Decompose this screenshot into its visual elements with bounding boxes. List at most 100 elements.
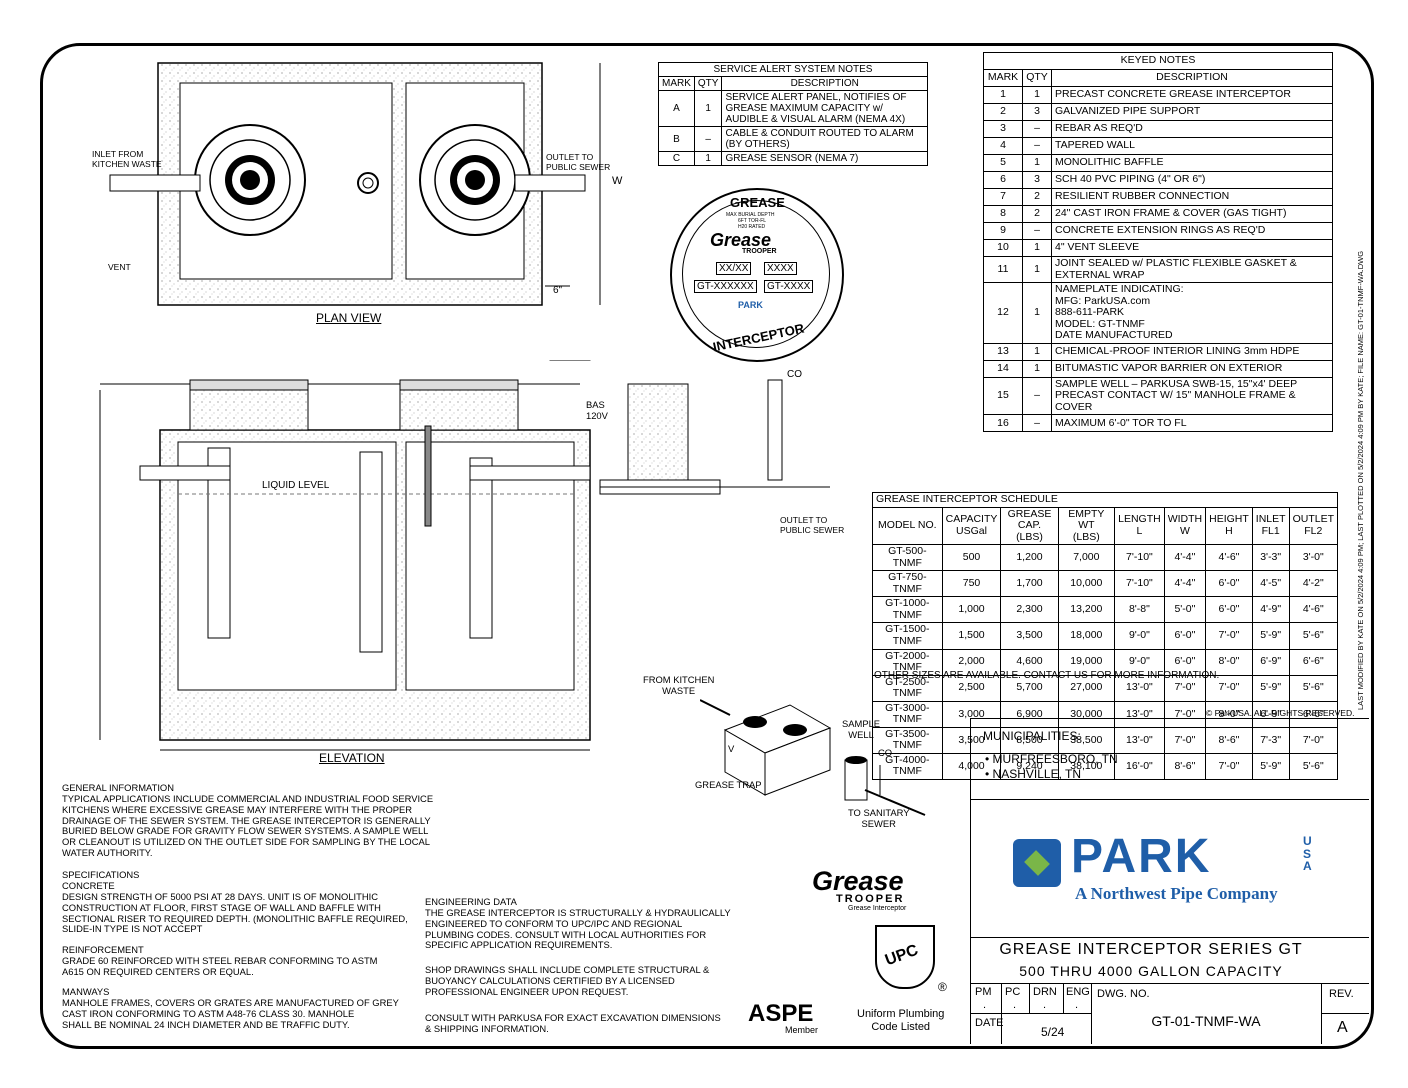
iso-sample-well: SAMPLE WELL [842, 718, 881, 740]
schedule-cell: GT-750-TNMF [872, 570, 943, 598]
schedule-cell: 5'-6" [1288, 622, 1339, 650]
schedule-cell: 4'-9" [1251, 596, 1290, 624]
elevation-drawing [99, 360, 830, 751]
drn-value: . [1043, 999, 1047, 1011]
kn-header-desc: DESCRIPTION [1051, 69, 1333, 87]
schedule-header: EMPTY WT (LBS) [1057, 506, 1116, 546]
keyed-note-desc: CONCRETE EXTENSION RINGS AS REQ'D [1051, 222, 1333, 240]
schedule-cell: 5,700 [1000, 674, 1059, 702]
reg-mark: ® [938, 980, 947, 994]
schedule-cell: 3,500 [1000, 622, 1059, 650]
keyed-notes-title: KEYED NOTES [983, 52, 1333, 70]
liquid-level-label: LIQUID LEVEL [262, 480, 330, 491]
schedule-cell: 8'-6" [1163, 752, 1207, 781]
schedule-cell: GT-4000-TNMF [872, 752, 943, 781]
rebar-body: GRADE 60 REINFORCED WITH STEEL REBAR CON… [62, 955, 378, 977]
keyed-note-qty: – [1022, 137, 1052, 155]
spec-title: SPECIFICATIONS [62, 869, 140, 880]
vent-label: VENT [108, 262, 131, 272]
service-alert-table: SERVICE ALERT SYSTEM NOTES MARK QTY DESC… [658, 62, 928, 166]
schedule-cell: 4'-6" [1205, 544, 1253, 572]
keyed-note-mark: 9 [983, 222, 1023, 240]
schedule-cell: 5'-6" [1288, 752, 1339, 781]
schedule-cell: 10,000 [1057, 570, 1116, 598]
aspe-sub: Member [785, 1025, 819, 1035]
sample-outlet-label: OUTLET TO PUBLIC SEWER [780, 515, 845, 535]
keyed-note-mark: 14 [983, 359, 1023, 378]
keyed-note-desc: GALVANIZED PIPE SUPPORT [1051, 103, 1333, 121]
title-block: MUNICIPALITIES: • MURFREESBORO, TN • NAS… [970, 718, 1369, 1044]
nameplate-sub2: 6FT TOR-FL [738, 218, 767, 224]
nameplate: GREASE MAX BURIAL DEPTH 6FT TOR-FL H20 R… [670, 188, 844, 362]
schedule-header: OUTLET FL2 [1288, 506, 1339, 546]
schedule-cell: 18,000 [1057, 622, 1116, 650]
eng-label: ENG [1066, 986, 1090, 998]
keyed-note-row: 3–REBAR AS REQ'D [983, 120, 1333, 138]
schedule-cell: 6'-0" [1205, 596, 1253, 624]
nameplate-brand2: TROOPER [742, 248, 777, 255]
copyright: © ParkUSA. ALL RIGHTS RESERVED. [1206, 708, 1355, 718]
schedule-cell: 16'-0" [1114, 752, 1165, 781]
nameplate-field2: XXXX [764, 262, 797, 275]
keyed-note-qty: 1 [1022, 154, 1052, 172]
service-alert-title: SERVICE ALERT SYSTEM NOTES [658, 62, 928, 77]
dwg-label: DWG. NO. [1097, 988, 1150, 1000]
keyed-note-row: 4–TAPERED WALL [983, 137, 1333, 155]
schedule-cell: 3'-3" [1251, 544, 1290, 572]
keyed-note-qty: – [1022, 120, 1052, 138]
co-label: CO [787, 369, 802, 380]
keyed-note-qty: 1 [1022, 342, 1052, 361]
schedule-cell: GT-3000-TNMF [872, 700, 943, 728]
nameplate-mfr: PARK [738, 300, 763, 310]
pm-label: PM [975, 986, 992, 998]
keyed-note-row: 9–CONCRETE EXTENSION RINGS AS REQ'D [983, 222, 1333, 240]
keyed-note-qty: 3 [1022, 103, 1052, 121]
keyed-note-qty: – [1022, 414, 1052, 433]
sa-desc: CABLE & CONDUIT ROUTED TO ALARM (BY OTHE… [721, 126, 928, 152]
keyed-note-qty: – [1022, 376, 1052, 416]
trooper-sub: Grease Interceptor [848, 905, 907, 912]
sa-qty: 1 [693, 151, 723, 166]
dwg-number: GT-01-TNMF-WA [1151, 1013, 1261, 1029]
nameplate-field3: GT-XXXXXX [694, 280, 757, 293]
keyed-note-mark: 10 [983, 239, 1023, 257]
schedule-header: WIDTH W [1163, 506, 1207, 546]
drawing-title-1: GREASE INTERCEPTOR SERIES GT [999, 941, 1303, 958]
schedule-cell: 6'-0" [1163, 622, 1207, 650]
sa-header-mark: MARK [658, 76, 695, 91]
upc-text: UPC [882, 941, 921, 970]
keyed-note-mark: 11 [983, 255, 1023, 284]
nameplate-sub3: H20 RATED [738, 224, 766, 230]
schedule-cell: 6'-6" [1288, 648, 1339, 676]
aspe-logo: ASPE [748, 1000, 814, 1027]
rev-value: A [1337, 1019, 1348, 1036]
sa-mark: B [658, 126, 695, 152]
nameplate-field4: GT-XXXX [764, 280, 814, 293]
schedule-cell: 7'-10" [1114, 570, 1165, 598]
keyed-note-desc: RESILIENT RUBBER CONNECTION [1051, 188, 1333, 206]
engineering-body1: THE GREASE INTERCEPTOR IS STRUCTURALLY &… [425, 907, 731, 951]
schedule-cell: 7'-0" [1163, 700, 1207, 728]
schedule-cell: 9,240 [1000, 752, 1059, 781]
kn-header-qty: QTY [1022, 69, 1052, 87]
rebar-title: REINFORCEMENT [62, 944, 144, 955]
keyed-note-desc: PRECAST CONCRETE GREASE INTERCEPTOR [1051, 86, 1333, 104]
keyed-note-desc: MONOLITHIC BAFFLE [1051, 154, 1333, 172]
schedule-cell: 8'-0" [1205, 700, 1253, 728]
keyed-note-desc: NAMEPLATE INDICATING: MFG: ParkUSA.com 8… [1051, 282, 1333, 344]
schedule-cell: 7'-0" [1163, 674, 1207, 702]
engineering-body2: SHOP DRAWINGS SHALL INCLUDE COMPLETE STR… [425, 964, 710, 997]
keyed-note-qty: 1 [1022, 282, 1052, 344]
schedule-footnote: OTHER SIZES ARE AVAILABLE. CONTACT US FO… [874, 670, 1220, 681]
park-logo-icon [1013, 839, 1061, 887]
